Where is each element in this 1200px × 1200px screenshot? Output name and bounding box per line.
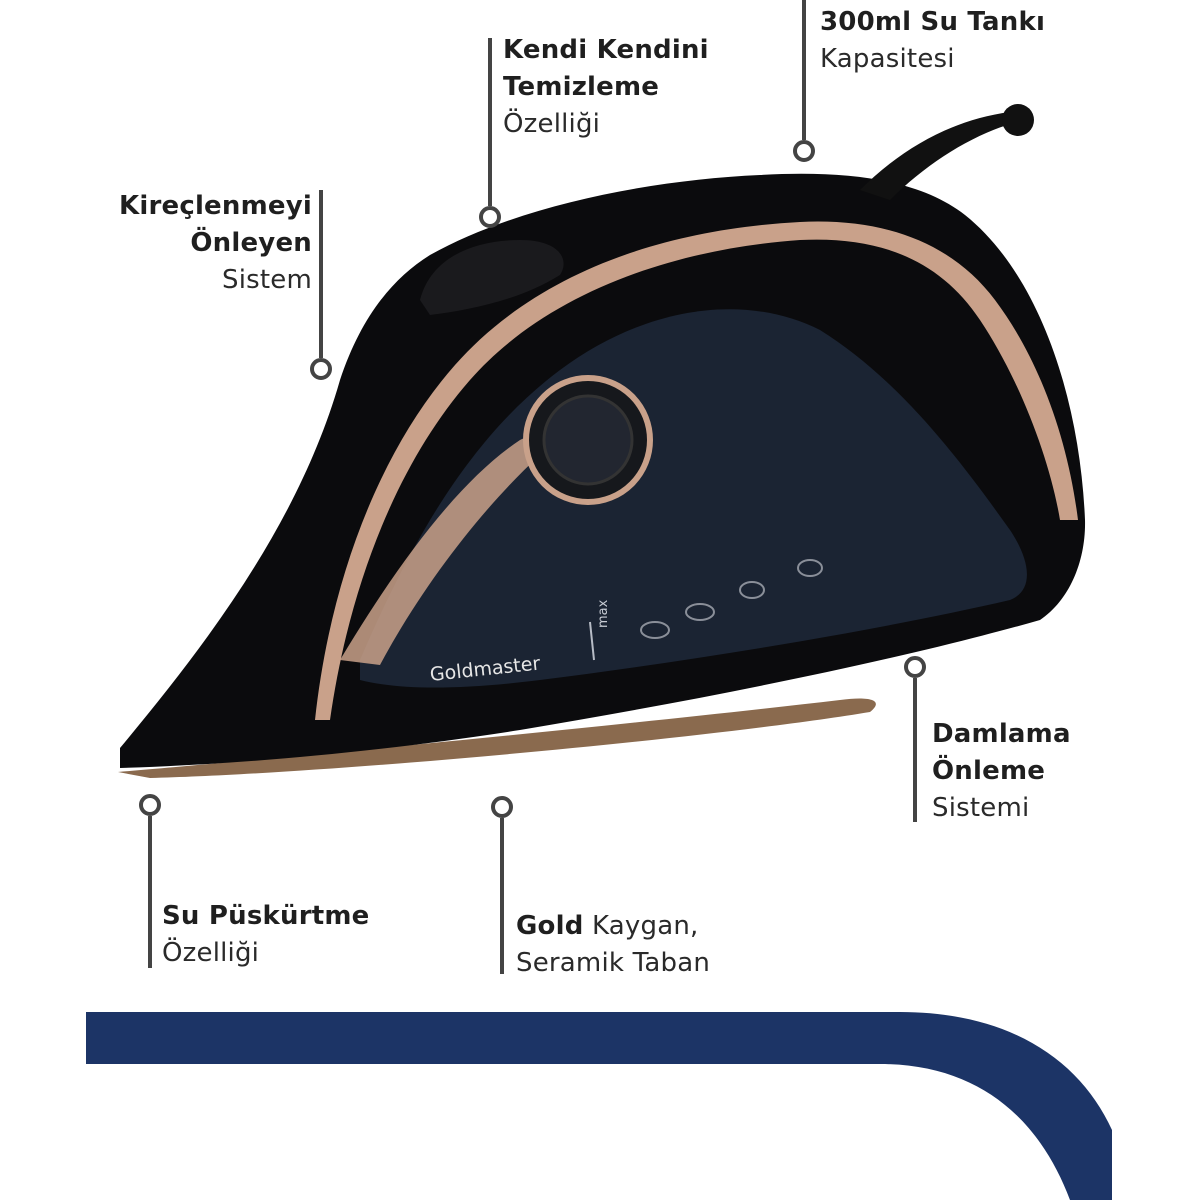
- anti-calc-callout-dot: [310, 358, 332, 380]
- anti-calc-label-bold-2: Önleyen: [190, 228, 312, 258]
- soleplate-label-bold: Gold: [516, 911, 584, 941]
- anti-drip-callout-dot: [904, 656, 926, 678]
- tank-callout-line: [802, 0, 806, 140]
- spray-label-bold: Su Püskürtme: [162, 901, 370, 931]
- soleplate-label-normal-2: Seramik Taban: [516, 948, 711, 978]
- anti-drip-label-bold-2: Önleme: [932, 756, 1046, 786]
- anti-drip-label-bold-1: Damlama: [932, 719, 1071, 749]
- anti-calc-label-normal: Sistem: [222, 265, 312, 295]
- self-clean-label-bold-1: Kendi Kendini: [503, 35, 709, 65]
- soleplate-callout-dot: [491, 796, 513, 818]
- tank-label-normal: Kapasitesi: [820, 44, 955, 74]
- navy-swoosh: [86, 1012, 1112, 1200]
- iron-side-panel: [360, 309, 1027, 688]
- tank-callout-dot: [793, 140, 815, 162]
- soleplate-callout-line: [500, 818, 504, 974]
- anti-calc-label: Kireçlenmeyi Önleyen Sistem: [40, 188, 312, 299]
- spray-callout-dot: [139, 794, 161, 816]
- tank-label: 300ml Su Tankı Kapasitesi: [820, 4, 1045, 78]
- self-clean-label-normal: Özelliği: [503, 109, 601, 139]
- soleplate-label-normal-1: Kaygan,: [583, 911, 699, 941]
- soleplate-label: Gold Kaygan, Seramik Taban: [516, 908, 710, 982]
- top-button: [420, 240, 564, 315]
- self-clean-callout-line: [488, 38, 492, 206]
- max-fill-label: max: [596, 599, 611, 628]
- anti-drip-label: Damlama Önleme Sistemi: [932, 716, 1071, 827]
- spray-label-normal: Özelliği: [162, 938, 260, 968]
- anti-drip-callout-line: [913, 678, 917, 822]
- self-clean-label: Kendi Kendini Temizleme Özelliği: [503, 32, 709, 143]
- spray-label: Su Püskürtme Özelliği: [162, 898, 370, 972]
- soleplate: [118, 698, 876, 778]
- setting-icons: [640, 559, 823, 639]
- spray-callout-line: [148, 816, 152, 968]
- anti-drip-label-normal: Sistemi: [932, 793, 1030, 823]
- self-clean-label-bold-2: Temizleme: [503, 72, 660, 102]
- tank-label-bold: 300ml Su Tankı: [820, 7, 1046, 37]
- anti-calc-callout-line: [319, 190, 323, 358]
- anti-calc-label-bold-1: Kireçlenmeyi: [119, 191, 312, 221]
- self-clean-callout-dot: [479, 206, 501, 228]
- power-cord: [860, 112, 1025, 200]
